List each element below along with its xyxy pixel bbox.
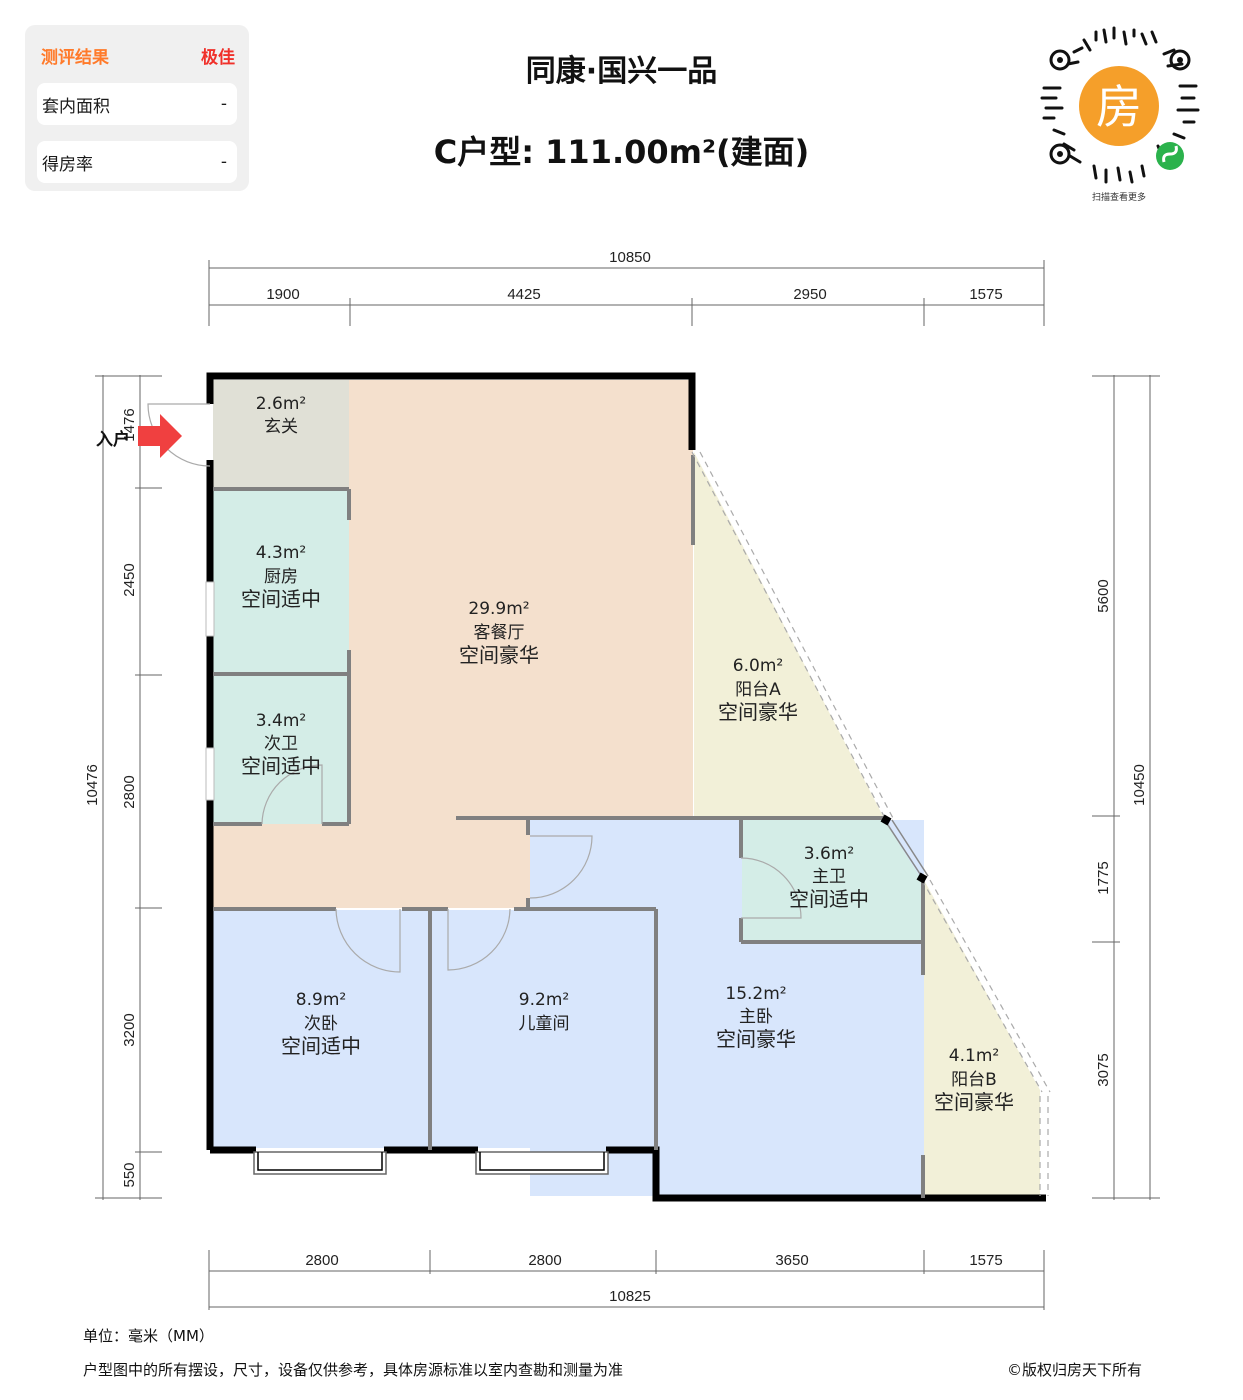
room-name: 客餐厅 (474, 623, 525, 643)
bottom-dimension: 2800 (528, 1252, 561, 1269)
bottom-dimensions (208, 1250, 1045, 1310)
inner-area-value: - (220, 94, 227, 114)
top-dimension: 4425 (507, 286, 540, 303)
room-second-bedroom[interactable] (213, 910, 429, 1148)
room-rating: 空间适中 (281, 1034, 361, 1058)
unit-type-title: C户型: 111.00m²(建面) (433, 133, 810, 171)
room-name: 次卧 (304, 1014, 338, 1034)
unit-note: 单位：毫米（MM） (83, 1327, 214, 1345)
right-dimension: 5600 (1095, 579, 1112, 612)
qr-logo-glyph: 房 (1096, 80, 1142, 134)
bottom-total-dimension: 10825 (609, 1288, 651, 1305)
entrance-label: 入户 (96, 429, 130, 450)
bottom-dimension: 2800 (305, 1252, 338, 1269)
room-second-bath[interactable] (213, 676, 349, 824)
bottom-dimension: 3650 (775, 1252, 808, 1269)
bay-windows (253, 1151, 609, 1175)
room-rating: 空间豪华 (459, 643, 539, 667)
qr-logo-icon (1079, 66, 1159, 146)
left-dimension: 2450 (121, 563, 138, 596)
project-title: 同康·国兴一品 (525, 54, 718, 89)
left-dimension: 550 (121, 1162, 138, 1187)
room-name: 儿童间 (519, 1014, 570, 1034)
top-total-dimension: 10850 (609, 249, 651, 266)
right-total-dimension: 10450 (1131, 764, 1148, 806)
exterior-walls (206, 372, 1046, 1202)
room-rating: 空间豪华 (934, 1090, 1014, 1114)
copyright: ©版权归房天下所有 (1006, 1361, 1142, 1379)
room-area: 3.6m² (804, 844, 854, 864)
room-area: 4.3m² (256, 543, 306, 563)
arrow-right-icon (138, 414, 182, 458)
left-total-dimension: 10476 (84, 764, 101, 806)
evaluation-panel: 测评结果 极佳 套内面积 - 得房率 - (25, 25, 249, 191)
room-name: 厨房 (264, 567, 298, 587)
evaluation-title: 测评结果 (41, 48, 109, 68)
room-name: 玄关 (264, 417, 298, 437)
room-name: 主卧 (739, 1007, 773, 1027)
left-dimension: 3200 (121, 1013, 138, 1046)
room-kids-room[interactable] (432, 910, 656, 1148)
room-area: 4.1m² (949, 1046, 999, 1066)
room-rating: 空间豪华 (716, 1027, 796, 1051)
left-windows (205, 581, 215, 801)
inner-area-label: 套内面积 (42, 96, 110, 117)
disclaimer: 户型图中的所有摆设，尺寸，设备仅供参考，具体房源标准以室内查勘和测量为准 (83, 1361, 624, 1379)
efficiency-label: 得房率 (42, 154, 93, 175)
room-area: 2.6m² (256, 394, 306, 414)
efficiency-row: 得房率 - (37, 141, 237, 183)
room-balcony-b[interactable] (924, 880, 1040, 1196)
top-dimension: 1575 (969, 286, 1002, 303)
room-rating: 空间适中 (241, 754, 321, 778)
room-foyer[interactable] (213, 380, 349, 488)
room-area: 8.9m² (296, 990, 346, 1010)
room-name: 阳台A (735, 680, 781, 700)
left-dimensions (95, 375, 162, 1200)
evaluation-header: 测评结果 极佳 (41, 43, 235, 68)
efficiency-value: - (220, 152, 227, 172)
bathroom-window (885, 819, 929, 881)
room-name: 次卫 (264, 734, 298, 754)
room-rating: 空间适中 (789, 887, 869, 911)
room-rating: 空间适中 (241, 587, 321, 611)
bottom-dimension: 1575 (969, 1252, 1002, 1269)
room-area: 6.0m² (733, 656, 783, 676)
room-rating: 空间豪华 (718, 700, 798, 724)
room-balcony-a[interactable] (694, 452, 884, 818)
inner-area-row: 套内面积 - (37, 83, 237, 125)
room-name: 主卫 (812, 867, 846, 887)
top-dimension: 2950 (793, 286, 826, 303)
evaluation-result: 极佳 (201, 48, 235, 68)
left-dimension: 2800 (121, 775, 138, 808)
top-dimension: 1900 (266, 286, 299, 303)
room-master-bath[interactable] (742, 820, 922, 942)
room-kitchen[interactable] (213, 490, 349, 672)
qr-caption: 扫描查看更多 (1091, 193, 1146, 203)
right-dimension: 1775 (1095, 861, 1112, 894)
interior-walls (213, 455, 925, 1198)
room-area: 15.2m² (725, 984, 786, 1004)
room-name: 阳台B (951, 1070, 997, 1090)
qr-code[interactable]: 房 (1034, 26, 1204, 186)
right-dimensions (1092, 375, 1160, 1200)
left-dimension: 1476 (121, 408, 138, 441)
right-dimension: 3075 (1095, 1053, 1112, 1086)
top-dimensions (208, 260, 1045, 326)
balcony-railing (691, 451, 1051, 1196)
qr-finder-icons (1049, 49, 1191, 165)
room-area: 29.9m² (468, 599, 529, 619)
room-area: 9.2m² (519, 990, 569, 1010)
room-area: 3.4m² (256, 711, 306, 731)
